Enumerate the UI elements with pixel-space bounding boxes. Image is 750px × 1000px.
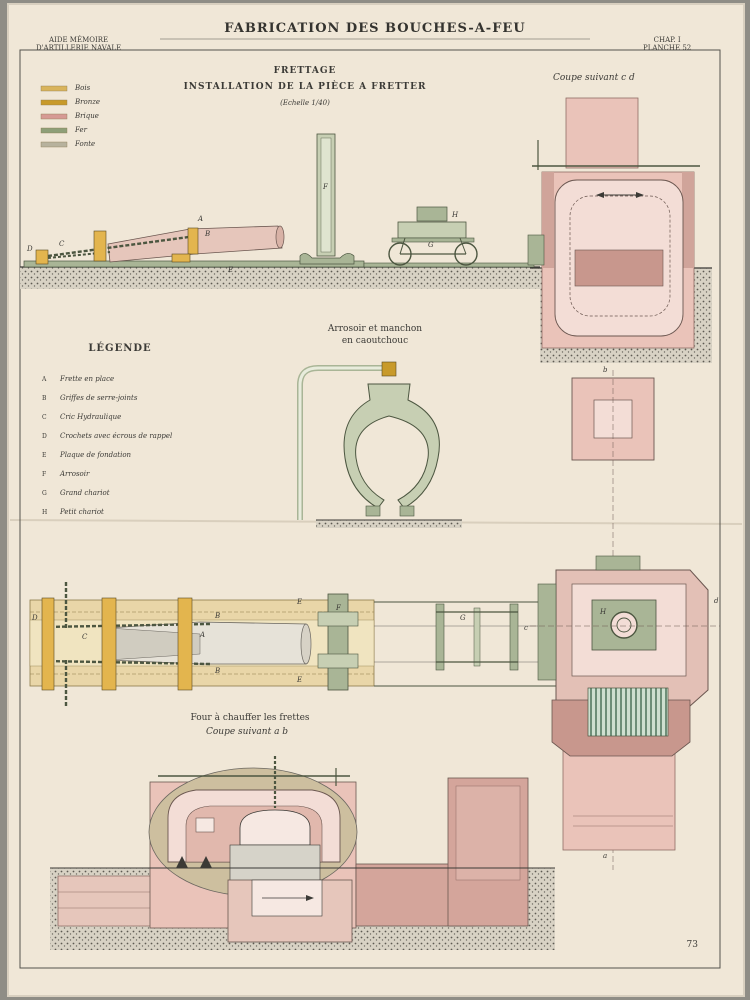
header-left-line2: D'ARTILLERIE NAVALE bbox=[36, 44, 122, 52]
legend-text: Arrosoir bbox=[60, 470, 90, 478]
legend-text: Cric Hydraulique bbox=[60, 413, 122, 421]
label-h-plan: H bbox=[600, 608, 607, 616]
coupe-ab-caption: Coupe suivant a b bbox=[206, 727, 289, 737]
legend-key: E bbox=[42, 452, 47, 459]
legend-title: LÉGENDE bbox=[88, 343, 152, 354]
coupe-cd-caption: Coupe suivant c d bbox=[553, 73, 635, 83]
legend-key: D bbox=[42, 433, 47, 440]
plate-header-title: FABRICATION DES BOUCHES-A-FEU bbox=[224, 21, 526, 36]
legend-key: A bbox=[42, 376, 47, 383]
header-right: CHAP. I PLANCHE 52 bbox=[643, 36, 691, 52]
label-d-lower: d bbox=[714, 597, 719, 605]
swatch-fer bbox=[40, 127, 68, 134]
legend-text: Griffes de serre-joints bbox=[60, 394, 138, 402]
label-e-top: E bbox=[228, 266, 234, 274]
plate-scale: (Echelle 1/40) bbox=[280, 99, 330, 107]
plate-frame bbox=[19, 49, 721, 969]
legend-text: Petit chariot bbox=[60, 508, 104, 516]
legend-key: G bbox=[42, 490, 47, 497]
label-d-plan: D bbox=[32, 614, 38, 622]
label-b-top: B bbox=[205, 230, 211, 238]
furnace-plan bbox=[530, 555, 720, 851]
header-right-line1: CHAP. I bbox=[653, 36, 681, 44]
legend-item: F Arrosoir bbox=[42, 470, 89, 478]
legend-text: Grand chariot bbox=[60, 489, 110, 497]
label-c-plan: C bbox=[82, 633, 88, 641]
legend-key: H bbox=[42, 509, 48, 516]
furnace-section-cd bbox=[527, 97, 712, 363]
material-label-bois: Bois bbox=[75, 84, 91, 92]
label-f-plan: F bbox=[336, 604, 341, 612]
swatch-bronze bbox=[40, 99, 68, 106]
legend-key: B bbox=[42, 395, 47, 402]
label-b-plan-lower: B bbox=[215, 667, 221, 675]
plate-title: FRETTAGE bbox=[273, 66, 337, 76]
arrosoir-detail bbox=[297, 361, 462, 528]
material-label-bronze: Bronze bbox=[75, 98, 101, 106]
legend-key: C bbox=[42, 414, 47, 421]
label-h-top: H bbox=[452, 211, 459, 219]
label-g-plan: G bbox=[460, 614, 466, 622]
arrosoir-caption: Arrosoir et manchon en caoutchouc bbox=[300, 323, 450, 347]
label-c-top: C bbox=[59, 240, 65, 248]
legend-text: Frette en place bbox=[60, 375, 115, 383]
legend-item: C Cric Hydraulique bbox=[42, 413, 121, 421]
legend-text: Plaque de fondation bbox=[60, 451, 132, 459]
label-d-top: D bbox=[27, 245, 33, 253]
swatch-brique bbox=[40, 113, 68, 120]
label-b-lower: b bbox=[603, 366, 608, 374]
plate-subtitle: INSTALLATION DE LA PIÈCE A FRETTER bbox=[183, 82, 427, 92]
page-number: 73 bbox=[686, 940, 698, 950]
swatch-fonte bbox=[40, 141, 68, 148]
legend-item: H Petit chariot bbox=[42, 508, 104, 516]
four-caption: Four à chauffer les frettes bbox=[190, 713, 310, 723]
arrosoir-caption-line2: en caoutchouc bbox=[341, 336, 409, 346]
label-a-plan: A bbox=[200, 631, 206, 639]
header-left: AIDE MÉMOIRE D'ARTILLERIE NAVALE bbox=[36, 36, 121, 52]
legend-text: Crochets avec écrous de rappel bbox=[60, 432, 173, 440]
material-label-brique: Brique bbox=[75, 112, 99, 120]
label-c-lower: c bbox=[524, 624, 528, 632]
label-b-plan: B bbox=[215, 612, 221, 620]
label-a-lower: a bbox=[603, 852, 608, 860]
legend-item: A Frette en place bbox=[42, 375, 114, 383]
label-e-plan-lower: E bbox=[297, 676, 303, 684]
material-swatches bbox=[40, 85, 68, 148]
material-label-fer: Fer bbox=[75, 126, 87, 134]
legend-item: G Grand chariot bbox=[42, 489, 110, 497]
legend-item: D Crochets avec écrous de rappel bbox=[42, 432, 172, 440]
header-right-line2: PLANCHE 52 bbox=[643, 44, 692, 52]
label-e-plan: E bbox=[297, 598, 303, 606]
legend-item: E Plaque de fondation bbox=[42, 451, 131, 459]
label-a-top: A bbox=[198, 215, 204, 223]
chimney-plan bbox=[571, 370, 655, 870]
elevation-view bbox=[20, 133, 540, 289]
arrosoir-caption-line1: Arrosoir et manchon bbox=[327, 324, 423, 334]
label-f-top: F bbox=[323, 183, 328, 191]
label-g-top: G bbox=[428, 241, 434, 249]
swatch-bois bbox=[40, 85, 68, 92]
plan-view bbox=[29, 582, 556, 706]
furnace-section-ab bbox=[50, 756, 555, 950]
legend-key: F bbox=[42, 471, 47, 478]
header-left-line1: AIDE MÉMOIRE bbox=[49, 36, 109, 44]
legend-item: B Griffes de serre-joints bbox=[42, 394, 137, 402]
material-label-fonte: Fonte bbox=[75, 140, 96, 148]
